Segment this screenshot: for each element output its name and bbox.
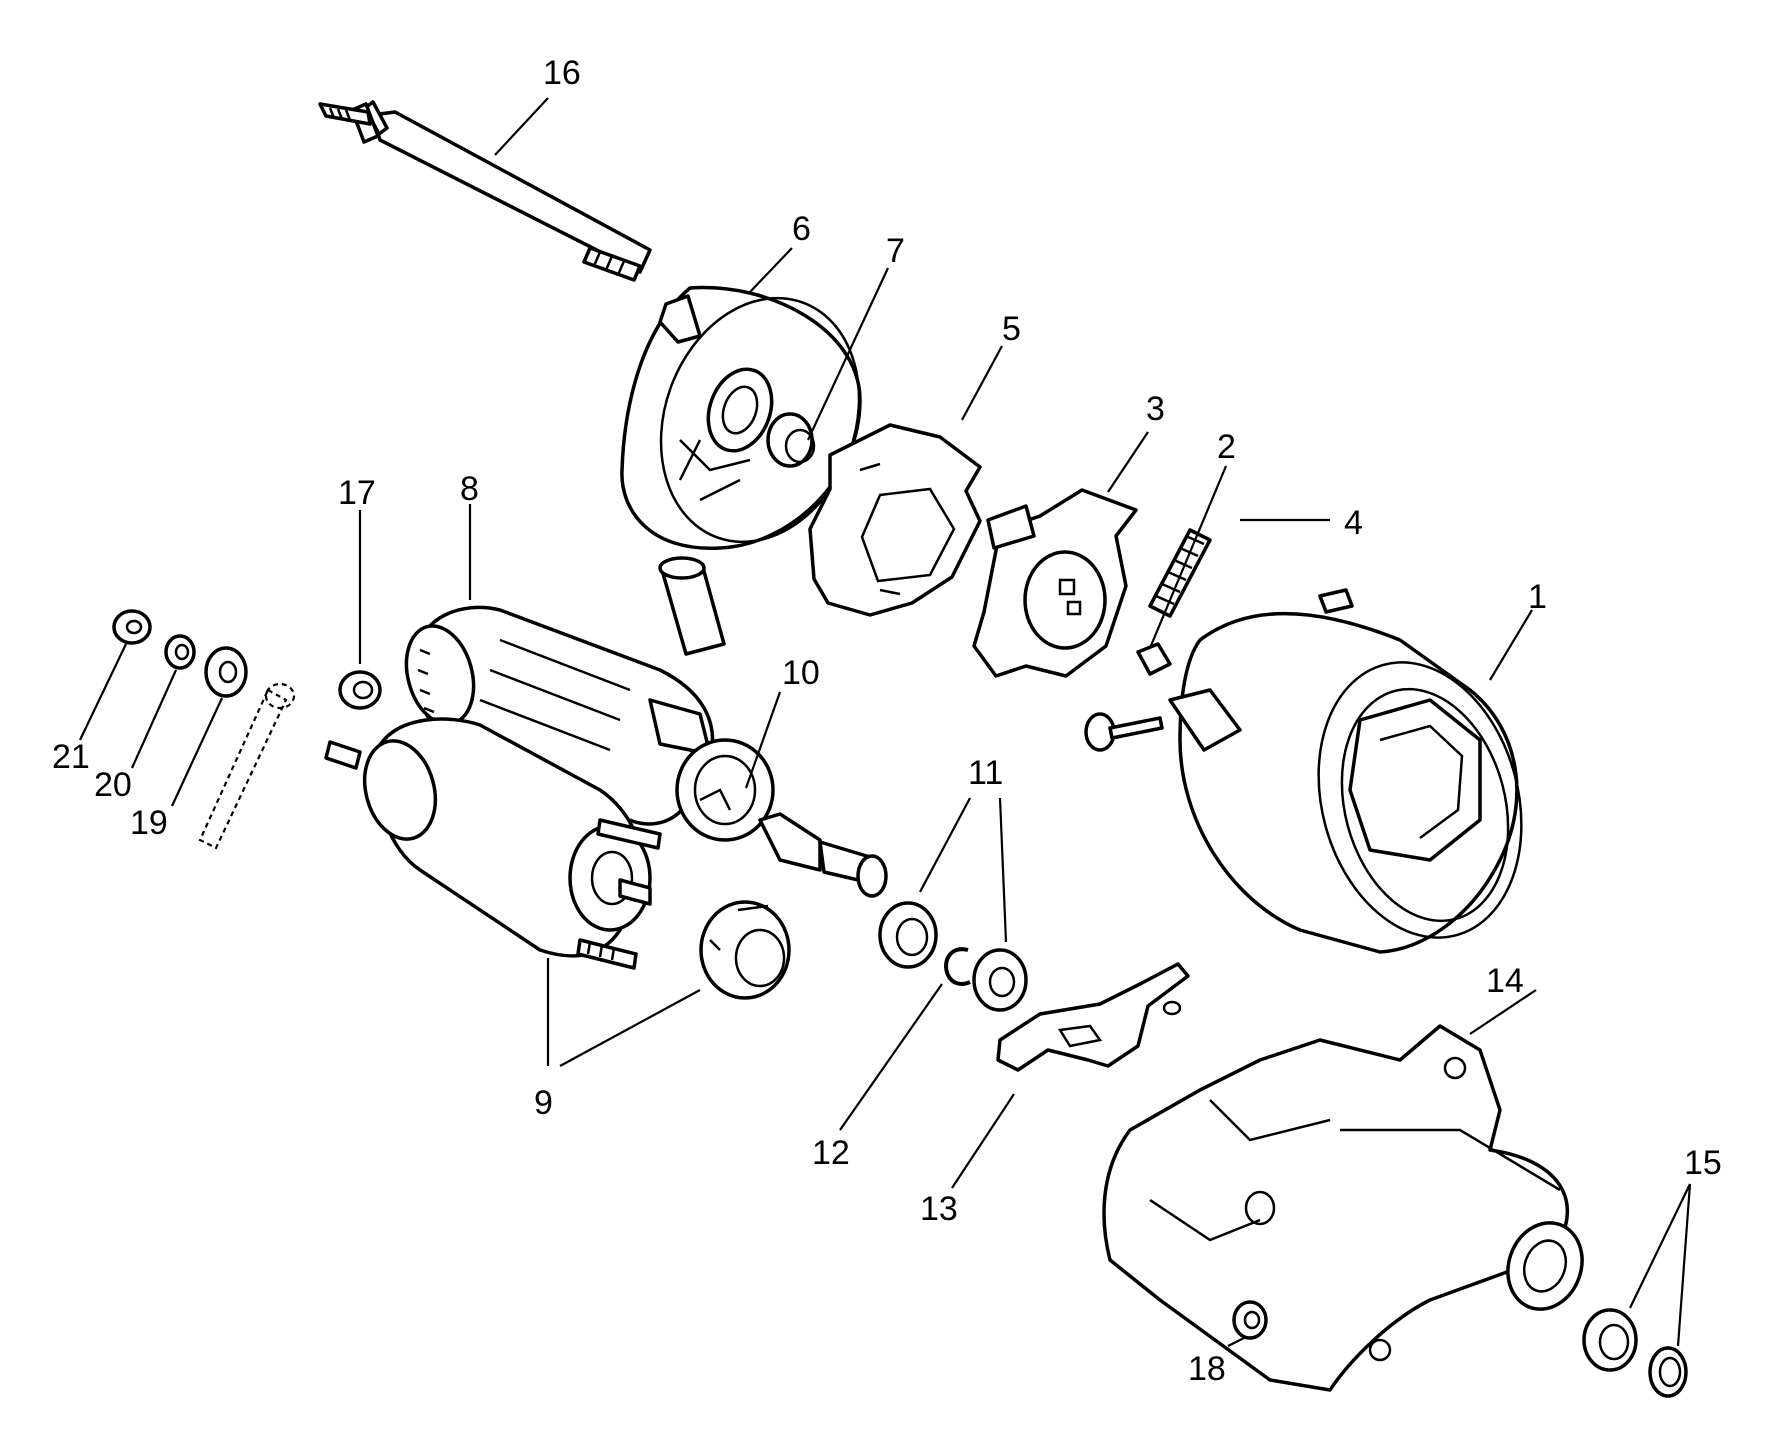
callout-9: 9: [534, 1084, 553, 1122]
leader-9b: [559, 989, 701, 1067]
part-17-nut: [338, 670, 382, 710]
leader-20: [130, 669, 178, 769]
callout-2: 2: [1217, 428, 1236, 466]
callout-20: 20: [94, 766, 132, 804]
cable-terminal: [198, 682, 296, 850]
callout-17: 17: [338, 474, 376, 512]
part-11-bush: [878, 901, 938, 969]
part-9-solenoid: [324, 717, 662, 970]
part-11-washer: [972, 948, 1028, 1012]
callout-21: 21: [52, 738, 90, 776]
part-1-yoke: [1084, 588, 1523, 954]
leader-12: [839, 983, 943, 1131]
part-9-end-cap: [699, 900, 791, 1000]
callout-1: 1: [1528, 578, 1547, 616]
callout-13: 13: [920, 1190, 958, 1228]
callout-16: 16: [543, 54, 581, 92]
callout-14: 14: [1486, 962, 1524, 1000]
part-10-drive-pinion: [675, 738, 888, 898]
leader-10: [744, 691, 782, 789]
part-2-brush: [1136, 642, 1172, 676]
callout-15: 15: [1684, 1144, 1722, 1182]
callout-5: 5: [1002, 310, 1021, 348]
part-16-through-bolt: [318, 100, 652, 282]
callout-10: 10: [782, 654, 820, 692]
part-18-bolt: [1232, 1300, 1268, 1340]
leader-1: [1489, 609, 1533, 681]
part-12-circlip: [944, 947, 971, 986]
leader-11b: [998, 797, 1008, 943]
leader-11a: [919, 797, 971, 893]
part-4-brush-spring: [1148, 528, 1212, 618]
part-15-bush: [1582, 1308, 1638, 1372]
callout-4: 4: [1344, 504, 1363, 542]
part-20-lock-washer: [164, 634, 196, 670]
callout-12: 12: [812, 1134, 850, 1172]
leader-lines: [79, 97, 1692, 1347]
callout-11: 11: [968, 754, 1003, 792]
part-21-nut: [112, 609, 152, 645]
callout-7: 7: [886, 232, 905, 270]
leader-19: [171, 697, 223, 807]
leader-6: [749, 247, 793, 293]
part-5-brush-plate: [808, 423, 982, 617]
leader-16: [494, 97, 549, 156]
callout-6: 6: [792, 210, 811, 248]
callout-8: 8: [460, 470, 479, 508]
callout-labels: 16 6 7 5 3 2 4 1 17 8 10 11 21 20 19 9 1…: [52, 54, 1722, 1388]
callout-19: 19: [130, 804, 168, 842]
part-3-brush-holder: [972, 488, 1138, 678]
leader-2: [1148, 465, 1228, 649]
callout-3: 3: [1146, 390, 1165, 428]
part-13-lever: [996, 962, 1190, 1072]
leader-15a: [1629, 1183, 1691, 1309]
part-19-washer: [204, 646, 248, 698]
callout-18: 18: [1188, 1350, 1226, 1388]
leader-7: [807, 267, 889, 441]
leader-18: [1227, 1337, 1245, 1347]
leader-13: [951, 1093, 1015, 1189]
part-15-washer: [1648, 1346, 1688, 1398]
leader-21: [79, 643, 127, 741]
leader-3: [1107, 431, 1149, 493]
part-6-end-housing: [620, 285, 862, 550]
leader-5: [961, 345, 1003, 421]
leader-15b: [1676, 1183, 1692, 1347]
part-7-sleeve: [658, 556, 726, 656]
part-14-drive-end-housing: [1102, 1024, 1584, 1392]
leader-14: [1469, 989, 1537, 1035]
